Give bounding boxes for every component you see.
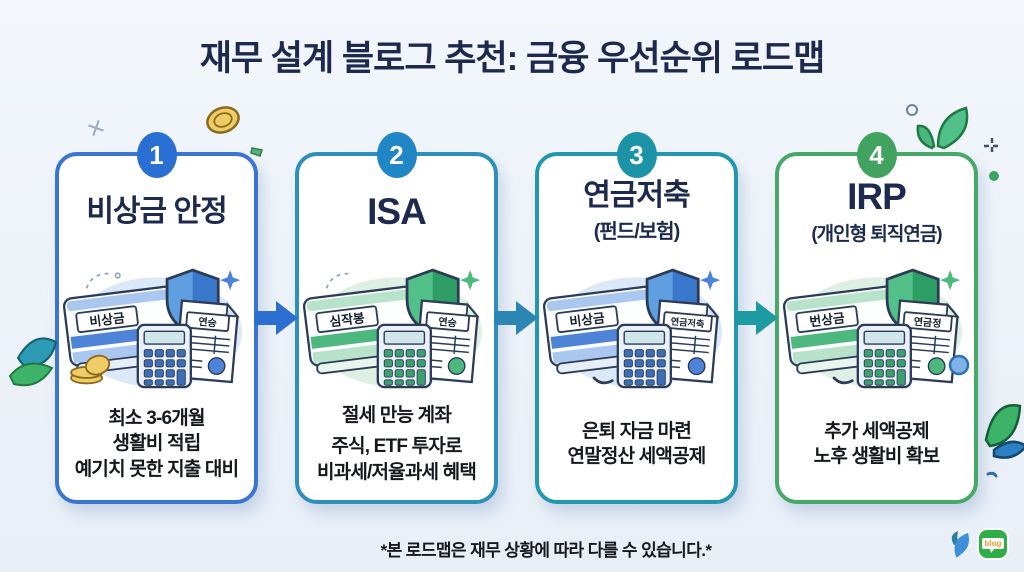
finance-illustration: 비상금 연금저축 <box>542 268 722 389</box>
svg-text:번상금: 번상금 <box>808 310 845 329</box>
card-title: ISA <box>367 190 427 232</box>
card-pension-savings: 3 연금저축 (펀드/보험) 비상금 <box>535 132 738 504</box>
sparkle-icon <box>219 270 240 291</box>
sprout-decoration-icon <box>906 104 969 150</box>
svg-text:심작봉: 심작봉 <box>328 310 365 329</box>
card-description: 은퇴 자금 마련 연말정산 세액공제 <box>567 420 707 467</box>
sparkle-decoration-icon <box>88 120 104 136</box>
step-number-badge: 4 <box>856 132 897 178</box>
leaves-decoration-icon <box>984 403 1024 478</box>
card-title: 비상금 안정 <box>86 195 227 229</box>
disclaimer-text: *본 로드맵은 재무 상황에 따라 다를 수 있습니다.* <box>380 541 712 560</box>
card-subtitle: (개인형 퇴직연금) <box>811 224 942 246</box>
finance-illustration: 심작봉 연승 <box>302 268 482 389</box>
step-number-badge: 3 <box>616 132 657 178</box>
blog-logo-icon: blog <box>977 528 1009 560</box>
calculator-icon <box>376 323 432 389</box>
calculator-icon <box>856 323 912 389</box>
finance-illustration: 비상금 연승 <box>62 268 242 389</box>
leaves-decoration-icon <box>8 337 58 387</box>
arrow-right-icon <box>494 301 538 335</box>
svg-text:연승: 연승 <box>197 315 217 330</box>
footer-logos: blog <box>944 528 1009 560</box>
swoosh-mark <box>832 376 854 385</box>
sparkle-dot-decoration-icon <box>984 138 1000 181</box>
card-emergency-fund: 1 비상금 안정 비상금 <box>55 132 258 504</box>
card-subtitle: (펀드/보험) <box>593 220 680 243</box>
svg-text:비상금: 비상금 <box>88 310 125 329</box>
sparkle-icon <box>699 270 720 291</box>
card-irp: 4 IRP (개인형 퇴직연금) 번상금 <box>775 132 978 504</box>
arrow-right-icon <box>254 301 298 335</box>
calculator-icon <box>616 323 672 389</box>
card-head: ISA <box>299 174 494 250</box>
svg-text:연금저축: 연금저축 <box>670 315 705 329</box>
bird-logo-icon <box>951 531 969 558</box>
svg-text:연금정: 연금정 <box>913 315 942 330</box>
page-title: 재무 설계 블로그 추천: 금융 우선순위 로드맵 <box>199 39 826 78</box>
step-number-badge: 1 <box>136 132 177 178</box>
card-isa: 2 ISA 심작봉 <box>295 132 498 504</box>
card-description: 절세 만능 계좌 주식, ETF 투자로 비과세/저율과세 혜택 <box>316 404 477 483</box>
svg-text:비상금: 비상금 <box>568 310 605 329</box>
coin-decoration-icon <box>206 106 240 134</box>
dot-decoration-icon <box>948 354 970 376</box>
sparkle-icon <box>939 270 960 291</box>
svg-text:blog: blog <box>985 539 1002 548</box>
card-title: 연금저축 <box>583 179 690 213</box>
coins-icon <box>69 354 110 385</box>
confetti-decoration-icon <box>250 147 263 157</box>
card-title: IRP <box>847 175 907 217</box>
calculator-icon <box>136 323 192 389</box>
card-description: 추가 세액공제 노후 생활비 확보 <box>813 420 941 467</box>
finance-illustration: 번상금 연금정 <box>782 268 962 389</box>
card-head: 연금저축 (펀드/보험) <box>539 174 734 250</box>
svg-text:연승: 연승 <box>437 315 457 330</box>
step-number-badge: 2 <box>376 132 417 178</box>
card-description: 최소 3-6개월 생활비 적립 예기치 못한 지출 대비 <box>74 407 239 480</box>
swoosh-mark <box>592 376 614 385</box>
card-head: 비상금 안정 <box>59 174 254 250</box>
card-head: IRP (개인형 퇴직연금) <box>779 174 974 250</box>
arrow-right-icon <box>734 301 778 335</box>
sparkle-icon <box>459 270 480 291</box>
